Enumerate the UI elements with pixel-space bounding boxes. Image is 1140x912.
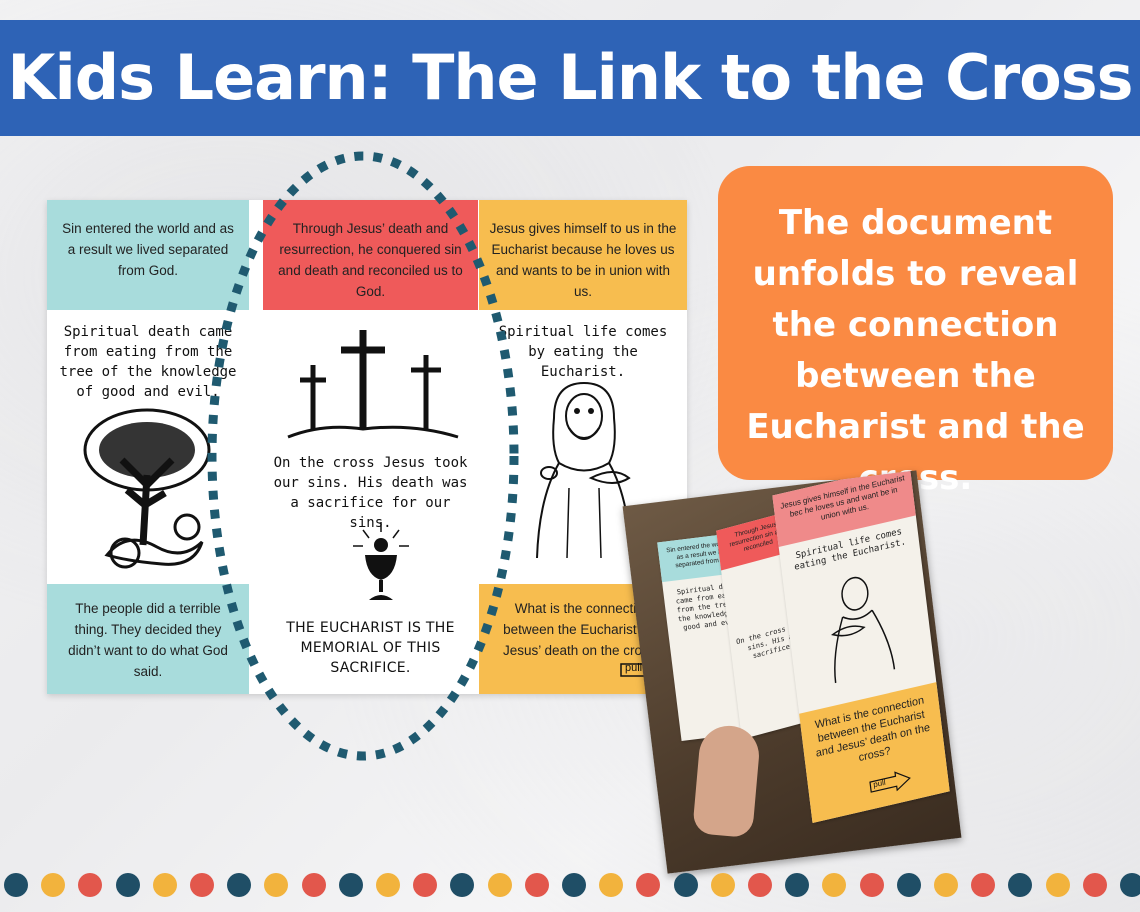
center-panel: Through Jesus’ death and resurrection, h… xyxy=(263,200,478,694)
decorative-dot xyxy=(302,873,326,897)
decorative-dot xyxy=(525,873,549,897)
title-banner: Kids Learn: The Link to the Cross xyxy=(0,20,1140,136)
decorative-dot xyxy=(264,873,288,897)
decorative-dots-row xyxy=(0,873,1140,901)
center-bottom-text: THE EUCHARIST IS THE MEMORIAL OF THIS SA… xyxy=(286,620,455,676)
decorative-dot xyxy=(822,873,846,897)
right-top-box: Jesus gives himself to us in the Euchari… xyxy=(479,200,687,310)
decorative-dot xyxy=(711,873,735,897)
decorative-dot xyxy=(488,873,512,897)
decorative-dot xyxy=(599,873,623,897)
decorative-dot xyxy=(190,873,214,897)
decorative-dot xyxy=(860,873,884,897)
right-middle-text: Spiritual life comes by eating the Eucha… xyxy=(498,324,668,380)
left-bottom-box: The people did a terrible thing. They de… xyxy=(47,584,249,694)
decorative-dot xyxy=(413,873,437,897)
left-top-box: Sin entered the world and as a result we… xyxy=(47,200,249,310)
decorative-dot xyxy=(116,873,140,897)
decorative-dot xyxy=(1008,873,1032,897)
left-panel: Sin entered the world and as a result we… xyxy=(47,200,249,694)
decorative-dot xyxy=(785,873,809,897)
tree-snake-illustration xyxy=(83,408,211,569)
decorative-dot xyxy=(41,873,65,897)
jesus-illustration xyxy=(536,382,632,559)
pull-label: pull xyxy=(625,662,643,674)
photo-hand xyxy=(692,723,762,839)
decorative-dot xyxy=(1046,873,1070,897)
decorative-dot xyxy=(1083,873,1107,897)
photo-arrow-right-icon xyxy=(869,771,911,793)
decorative-dot xyxy=(376,873,400,897)
page-title: Kids Learn: The Link to the Cross xyxy=(7,41,1133,114)
photo-jesus-illustration xyxy=(831,576,896,684)
decorative-dot xyxy=(339,873,363,897)
decorative-dot xyxy=(450,873,474,897)
decorative-dot xyxy=(562,873,586,897)
decorative-dot xyxy=(1120,873,1140,897)
decorative-dot xyxy=(971,873,995,897)
highlight-dotted-ellipse xyxy=(207,151,519,761)
center-top-box: Through Jesus’ death and resurrection, h… xyxy=(263,200,478,310)
three-crosses-illustration xyxy=(287,330,459,439)
decorative-dot xyxy=(636,873,660,897)
center-middle-text: On the cross Jesus took our sins. His de… xyxy=(273,455,468,531)
photo-right-panel: Jesus gives himself in the Eucharist bec… xyxy=(772,470,950,823)
chalice-icon xyxy=(353,522,409,600)
decorative-dot xyxy=(4,873,28,897)
left-middle-text: Spiritual death came from eating from th… xyxy=(59,324,237,400)
decorative-dot xyxy=(674,873,698,897)
decorative-dot xyxy=(897,873,921,897)
decorative-dot xyxy=(78,873,102,897)
document-spread: Sin entered the world and as a result we… xyxy=(47,151,687,761)
photo-pull-tab: pull xyxy=(867,768,913,798)
decorative-dot xyxy=(748,873,772,897)
decorative-dot xyxy=(227,873,251,897)
callout-box: The document unfolds to reveal the conne… xyxy=(718,166,1113,498)
photo-inset: Sin entered the world and as a result we… xyxy=(622,470,962,874)
decorative-dot xyxy=(934,873,958,897)
decorative-dot xyxy=(153,873,177,897)
